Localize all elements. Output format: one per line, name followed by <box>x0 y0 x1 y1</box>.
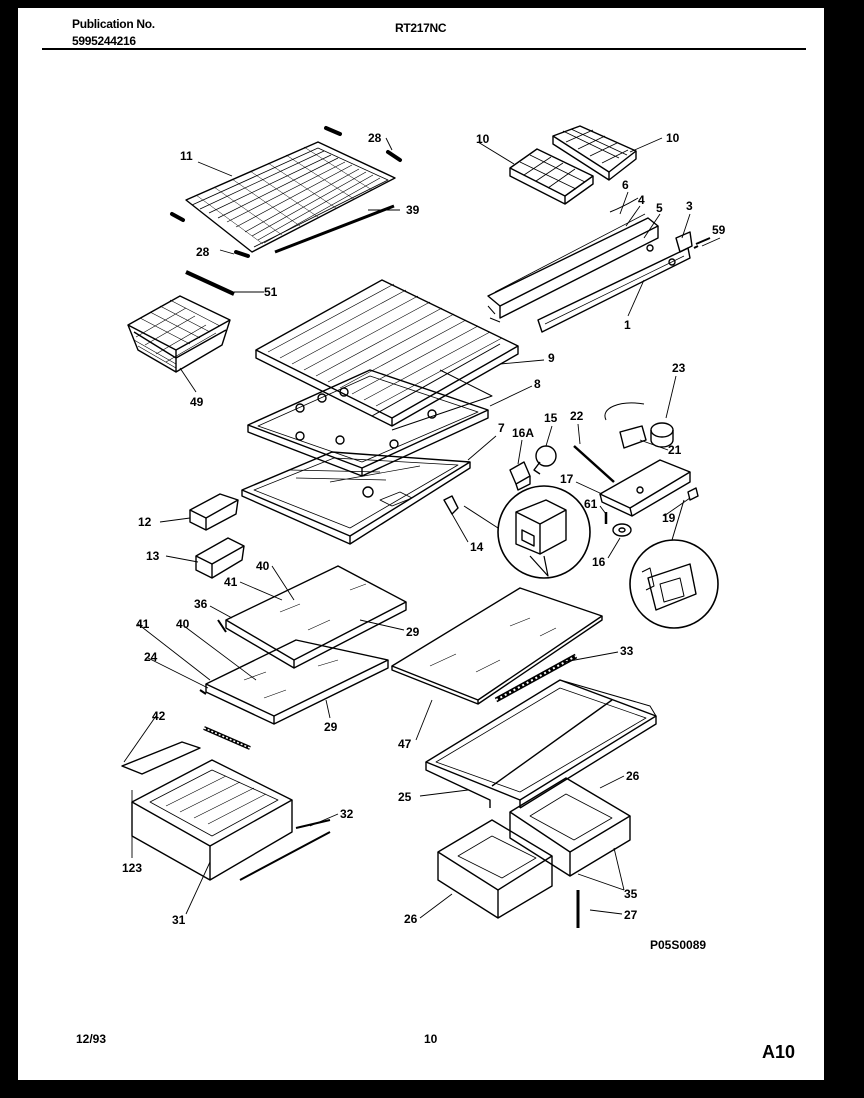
trim-strip-51 <box>185 270 235 296</box>
callout-16: 16 <box>592 555 606 569</box>
header-rule <box>42 48 806 50</box>
callout-26-right: 26 <box>626 769 640 783</box>
glass-shelf-lower-40 <box>199 639 389 725</box>
shelf-frame-7 <box>241 451 471 545</box>
callout-29-upper: 29 <box>406 625 420 639</box>
callout-9: 9 <box>548 351 555 365</box>
callout-1: 1 <box>624 318 631 332</box>
footer-date: 12/93 <box>76 1032 107 1046</box>
ice-tray-right-10 <box>552 125 637 181</box>
callout-10-left: 10 <box>476 132 490 146</box>
callout-17: 17 <box>560 472 574 486</box>
callout-41-lower: 41 <box>136 617 150 631</box>
callout-21: 21 <box>668 443 682 457</box>
screw-59 <box>693 237 711 249</box>
crisper-drawer-31 <box>121 741 331 881</box>
crisper-cover-frame-25 <box>425 679 657 809</box>
detail-view-light-socket <box>463 485 591 579</box>
thermostat-23-21 <box>604 402 674 449</box>
callout-28-bottom: 28 <box>196 245 210 259</box>
callout-10-right: 10 <box>666 131 680 145</box>
glass-shelf-upper-40 <box>217 565 407 669</box>
leader-lines <box>123 137 721 919</box>
callout-32: 32 <box>340 807 354 821</box>
footer-page-number: 10 <box>424 1032 438 1046</box>
model-number: RT217NC <box>395 21 447 35</box>
callout-31: 31 <box>172 913 186 927</box>
footer-figure-code: A10 <box>762 1042 796 1062</box>
shelf-bin-13 <box>195 537 245 579</box>
callout-3: 3 <box>686 199 693 213</box>
callout-24: 24 <box>144 650 158 664</box>
wire-basket-49 <box>127 295 231 373</box>
diagram-sheet <box>18 8 824 1080</box>
callout-13: 13 <box>146 549 160 563</box>
diagram-reference-code: P05S0089 <box>650 938 706 952</box>
clip-19 <box>687 487 699 501</box>
crisper-drawer-26-right <box>509 777 631 877</box>
callout-59: 59 <box>712 223 726 237</box>
callout-12: 12 <box>138 515 152 529</box>
callout-42: 42 <box>152 709 166 723</box>
callout-40-lower: 40 <box>176 617 190 631</box>
grommet-16 <box>612 523 632 537</box>
callout-23: 23 <box>672 361 686 375</box>
callout-5: 5 <box>656 201 663 215</box>
wire-shelf-11 <box>170 126 402 258</box>
clip-14 <box>443 495 459 515</box>
callout-47: 47 <box>398 737 412 751</box>
callout-15: 15 <box>544 411 558 425</box>
callout-36: 36 <box>194 597 208 611</box>
callout-39: 39 <box>406 203 420 217</box>
publication-label: Publication No. <box>72 17 155 31</box>
rod-22 <box>573 445 615 483</box>
callout-123: 123 <box>122 861 142 875</box>
callout-49: 49 <box>190 395 204 409</box>
callout-7: 7 <box>498 421 505 435</box>
ice-tray-left-10 <box>509 148 594 205</box>
publication-number: 5995244216 <box>72 34 136 48</box>
callout-19: 19 <box>662 511 676 525</box>
glass-panel-47 <box>391 587 603 705</box>
callout-6: 6 <box>622 178 629 192</box>
callout-8: 8 <box>534 377 541 391</box>
shelf-rail-1 <box>537 231 693 333</box>
callout-28-top: 28 <box>368 131 382 145</box>
callout-29-lower: 29 <box>324 720 338 734</box>
freezer-shelf-9 <box>255 279 519 431</box>
callout-25: 25 <box>398 790 412 804</box>
callout-26-lower: 26 <box>404 912 418 926</box>
callout-4: 4 <box>638 193 645 207</box>
callout-16a: 16A <box>512 426 534 440</box>
socket-16a <box>509 461 531 491</box>
callout-33: 33 <box>620 644 634 658</box>
crisper-drawer-26-lower <box>437 819 553 919</box>
detail-view-switch <box>629 499 719 629</box>
shelf-bin-12 <box>189 493 239 531</box>
lamp-15 <box>533 445 557 475</box>
shelf-frame-8 <box>247 369 489 477</box>
callout-51: 51 <box>264 285 278 299</box>
callout-61: 61 <box>584 497 598 511</box>
callout-40-upper: 40 <box>256 559 270 573</box>
callout-14: 14 <box>470 540 484 554</box>
callout-35: 35 <box>624 887 638 901</box>
rail-assembly-4-5-6 <box>487 197 659 323</box>
callout-22: 22 <box>570 409 584 423</box>
callout-27: 27 <box>624 908 638 922</box>
callout-11: 11 <box>180 149 193 163</box>
callout-41-upper: 41 <box>224 575 238 589</box>
control-housing-17 <box>599 459 691 517</box>
